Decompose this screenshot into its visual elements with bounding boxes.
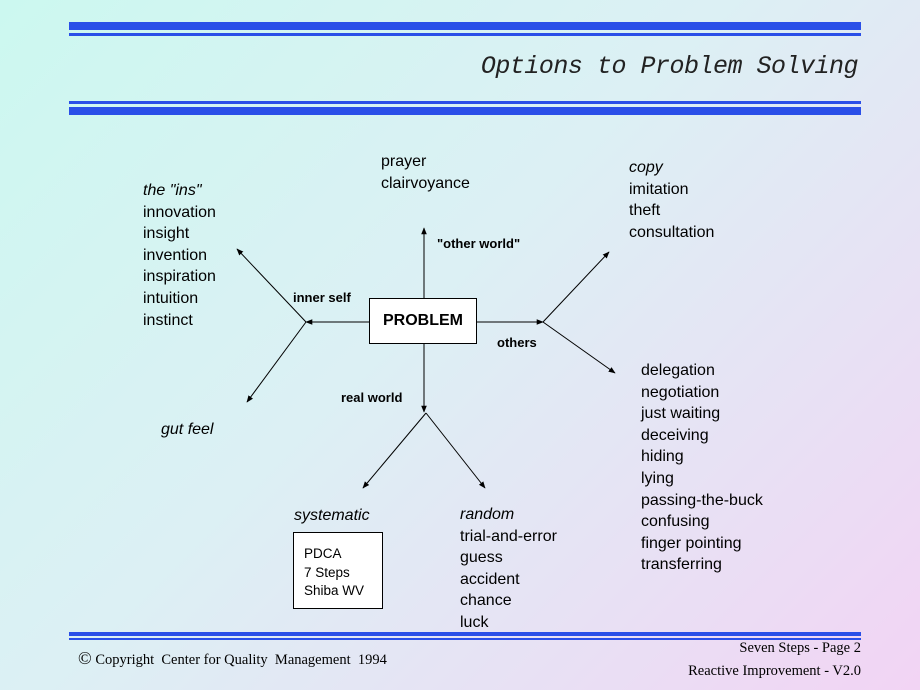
- arrow-random: [425, 412, 486, 489]
- label-others: others: [497, 335, 537, 350]
- list-item: confusing: [641, 513, 710, 531]
- list-item: Shiba WV: [304, 583, 365, 598]
- arrow-copy: [542, 251, 610, 323]
- footer-rule-thin: [69, 638, 861, 640]
- footer-version: Reactive Improvement - V2.0: [688, 663, 861, 679]
- list-item: 7 Steps: [304, 564, 350, 580]
- systematic-methods-box: PDCA 7 Steps Shiba WV: [293, 532, 383, 609]
- copyright-text: Copyright Center for Quality Management …: [95, 652, 387, 668]
- label-other-world: "other world": [437, 236, 521, 251]
- list-item: accident: [460, 570, 520, 588]
- ins-heading: the "ins": [143, 182, 202, 199]
- copy-heading: copy: [629, 159, 663, 176]
- list-item: insight: [143, 225, 190, 243]
- list-item: luck: [460, 613, 489, 631]
- list-item: trial-and-error: [460, 527, 557, 545]
- list-item: passing-the-buck: [641, 491, 763, 509]
- list-item: clairvoyance: [381, 174, 470, 192]
- label-inner-self: inner self: [293, 290, 351, 305]
- footer-page: Seven Steps - Page 2: [739, 640, 861, 656]
- list-item: intuition: [143, 289, 199, 307]
- list-item: imitation: [629, 180, 689, 198]
- systematic-heading: systematic: [294, 507, 370, 524]
- list-item: instinct: [143, 311, 193, 329]
- list-item: lying: [641, 469, 674, 487]
- arrow-ins: [236, 248, 307, 323]
- list-item: deceiving: [641, 426, 709, 444]
- list-item: prayer: [381, 153, 427, 170]
- list-item: invention: [143, 246, 208, 264]
- list-item: delegation: [641, 362, 715, 379]
- top-rule-thick: [69, 22, 861, 30]
- copyright-symbol: ©: [78, 648, 92, 668]
- page-title: Options to Problem Solving: [480, 52, 859, 81]
- list-item: consultation: [629, 223, 715, 241]
- gut-feel-label: gut feel: [161, 421, 214, 438]
- list-item: chance: [460, 592, 512, 610]
- list-item: inspiration: [143, 268, 216, 286]
- copyright: © Copyright Center for Quality Managemen…: [78, 648, 387, 669]
- top-rule-thin: [69, 33, 861, 36]
- list-item: innovation: [143, 203, 216, 221]
- other-world-list: prayer clairvoyance: [381, 151, 470, 194]
- arrow-others-list: [542, 321, 616, 374]
- list-item: theft: [629, 202, 661, 220]
- title-rule-thick: [69, 107, 861, 115]
- footer-rule-thick: [69, 632, 861, 636]
- list-item: transferring: [641, 556, 722, 574]
- random-heading: random: [460, 506, 515, 523]
- arrow-gut-feel: [246, 321, 307, 403]
- ins-list: the "ins" innovation insight invention i…: [143, 180, 216, 331]
- list-item: guess: [460, 549, 503, 567]
- arrow-systematic: [362, 412, 427, 489]
- copy-list: copy imitation theft consultation: [629, 157, 714, 243]
- problem-box: PROBLEM: [369, 298, 477, 344]
- title-rule-thin: [69, 101, 861, 104]
- list-item: PDCA: [304, 546, 342, 561]
- list-item: negotiation: [641, 383, 720, 401]
- list-item: finger pointing: [641, 534, 742, 552]
- label-real-world: real world: [341, 390, 403, 405]
- others-list: delegation negotiation just waiting dece…: [641, 360, 763, 576]
- list-item: hiding: [641, 448, 684, 466]
- list-item: just waiting: [641, 405, 721, 423]
- random-list: random trial-and-error guess accident ch…: [460, 504, 557, 634]
